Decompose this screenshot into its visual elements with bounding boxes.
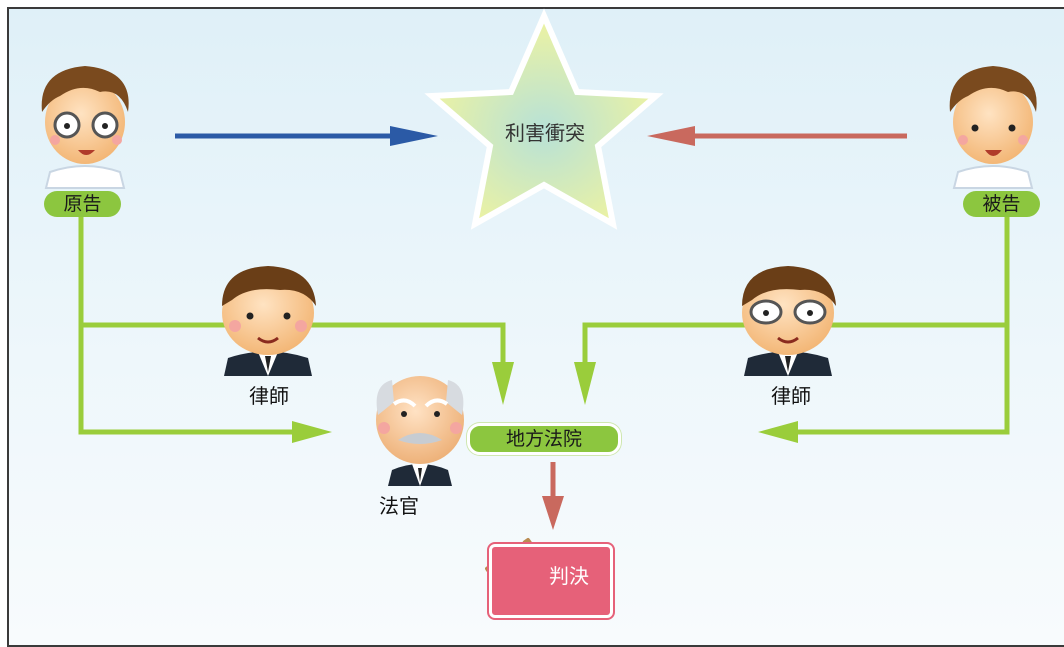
plaintiff-to-conflict-arrow (175, 126, 438, 146)
defendant-lines (582, 215, 1010, 435)
plaintiff-lawyer-to-court-arrowhead (492, 362, 514, 405)
defendant-to-conflict-arrow (647, 126, 907, 146)
lawyer-right-label: 律師 (771, 384, 811, 408)
conflict-star (424, 8, 664, 230)
verdict-box (487, 542, 615, 620)
plaintiff-to-judge-arrowhead (292, 421, 332, 443)
defendant-person-icon (949, 66, 1037, 189)
plaintiff-lines (78, 215, 506, 435)
defendant-lawyer-to-court-arrowhead (574, 362, 596, 405)
lawyer-person-icon (222, 266, 316, 376)
plaintiff-label: 原告 (44, 191, 121, 217)
defendant-to-court-arrowhead (758, 421, 798, 443)
plaintiff-person-icon (41, 66, 129, 189)
verdict-label: 判決 (549, 564, 589, 588)
lawyer-left-label: 律師 (249, 384, 289, 408)
defendant-label: 被告 (963, 191, 1040, 217)
court-to-verdict-arrow (542, 462, 564, 530)
lawyer-person-icon (742, 266, 836, 376)
court-label: 地方法院 (467, 423, 621, 455)
judge-label: 法官 (379, 494, 419, 518)
conflict-label: 利害衝突 (505, 121, 585, 145)
judge-person-icon (376, 376, 464, 486)
